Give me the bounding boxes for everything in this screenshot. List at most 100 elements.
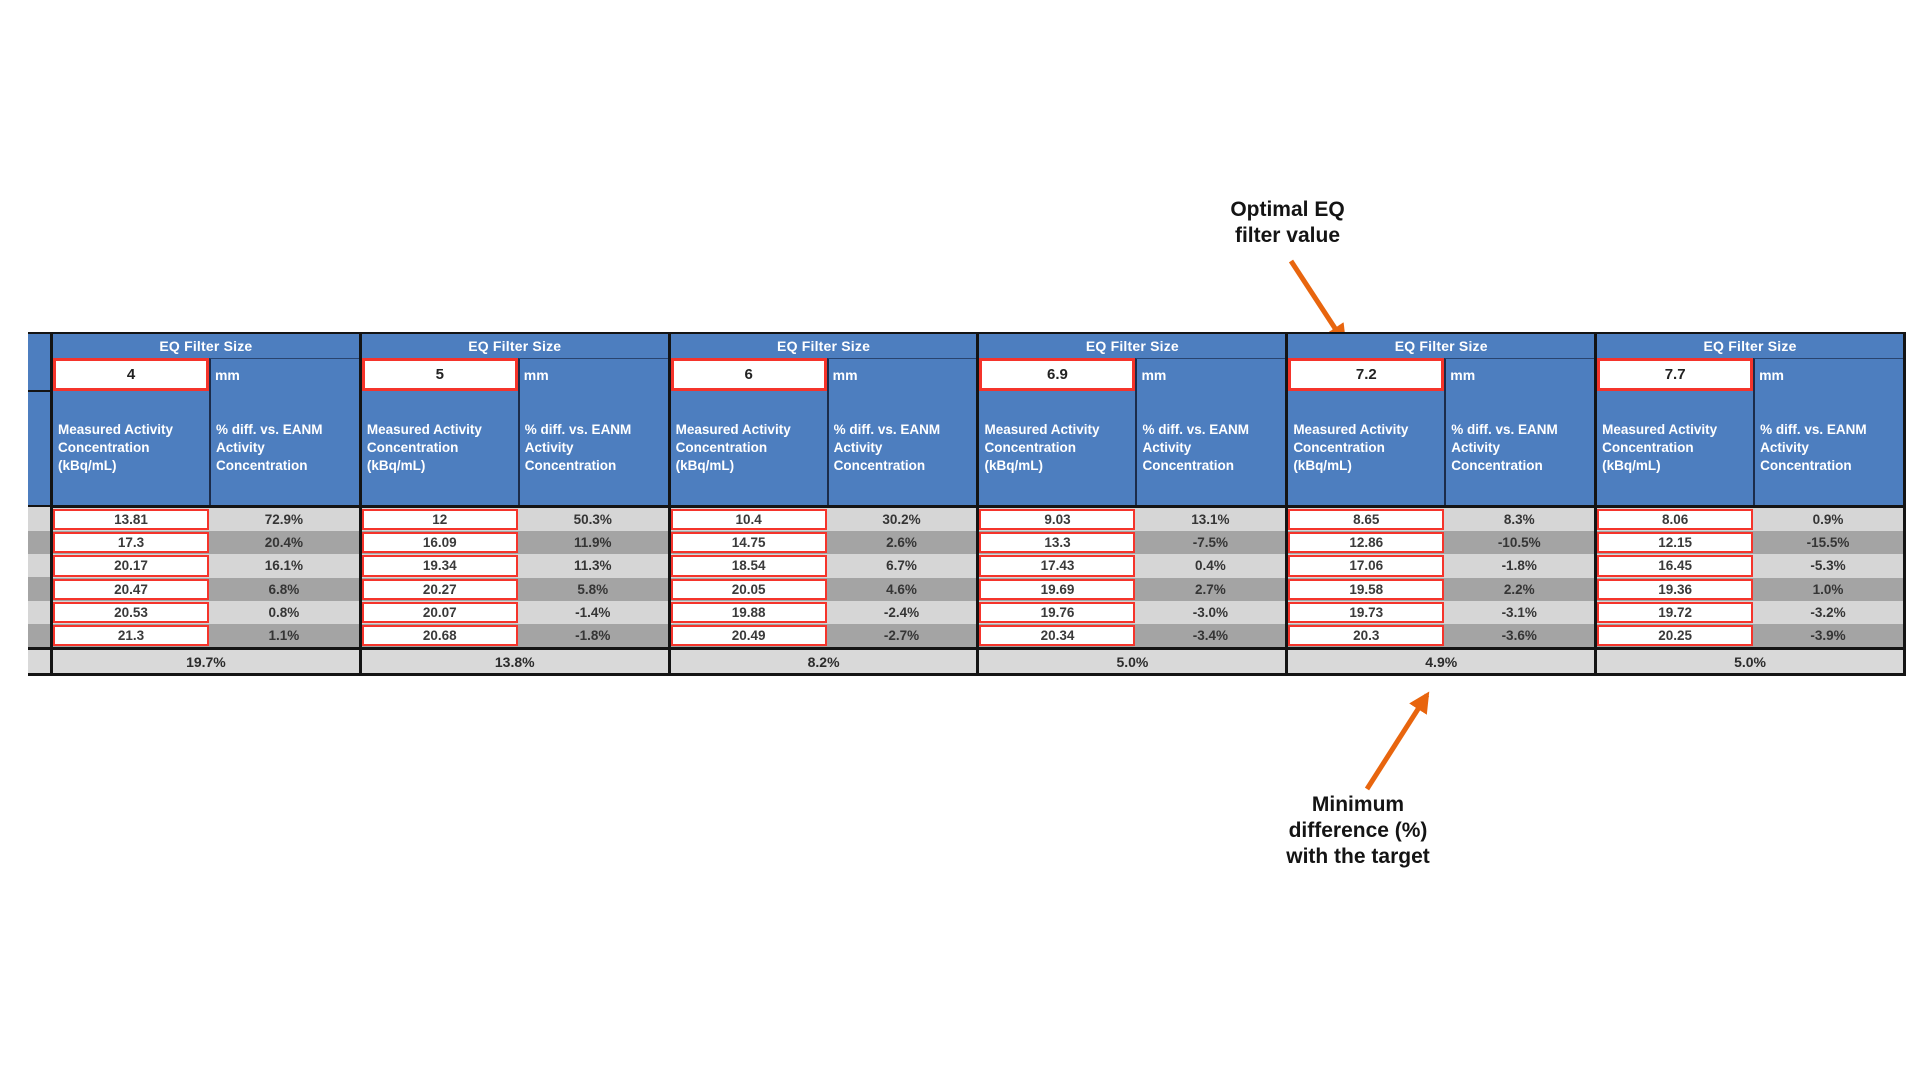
measured-value-cell[interactable]: 20.25 xyxy=(1597,625,1754,647)
min-diff-cell: 5.0% xyxy=(979,647,1286,673)
measured-value-cell[interactable]: 20.05 xyxy=(670,578,827,600)
percent-diff-cell: 11.9% xyxy=(573,535,612,551)
measured-value-cell[interactable]: 12.86 xyxy=(1288,531,1445,554)
percent-diff-cell: 13.1% xyxy=(1191,511,1230,527)
percent-diff-cell: -7.5% xyxy=(1192,535,1229,551)
measured-value-cell[interactable]: 20.49 xyxy=(670,625,827,647)
column-headers: Measured Activity Concentration (kBq/mL)… xyxy=(361,391,668,508)
table-row: 16.45-5.3% xyxy=(1597,554,1903,578)
measured-value-cell[interactable]: 19.72 xyxy=(1597,601,1754,624)
measured-value-cell[interactable]: 9.03 xyxy=(979,508,1136,530)
measured-value-cell[interactable]: 20.07 xyxy=(361,601,518,624)
table-row: 20.49-2.7% xyxy=(670,624,977,648)
table-row: 13.3 -7.5% xyxy=(979,530,1286,555)
clipped-column-header xyxy=(28,334,50,508)
measured-value-cell[interactable]: 19.58 xyxy=(1288,578,1445,600)
table-row: 17.3 20.4% xyxy=(53,530,359,555)
measured-value-cell[interactable]: 17.3 xyxy=(53,531,209,554)
eq-filter-size-header: EQ Filter Size xyxy=(53,334,359,358)
percent-diff-cell: 0.8% xyxy=(268,604,300,620)
filter-size-input[interactable]: 4 xyxy=(53,358,209,392)
clipped-row xyxy=(28,624,50,648)
percent-diff-cell: -2.4% xyxy=(883,604,920,620)
measured-value-cell[interactable]: 20.47 xyxy=(53,578,209,600)
measured-value-cell[interactable]: 8.06 xyxy=(1597,508,1754,530)
measured-value-cell[interactable]: 16.09 xyxy=(361,531,518,554)
measured-value-cell[interactable]: 10.4 xyxy=(670,508,827,530)
table-row: 19.72-3.2% xyxy=(1597,600,1903,625)
filter-size-input[interactable]: 6.9 xyxy=(979,358,1136,392)
measured-value-cell[interactable]: 20.17 xyxy=(53,555,209,577)
measured-value-cell[interactable]: 19.34 xyxy=(361,555,518,577)
optimal-eq-filter-annotation: Optimal EQ filter value xyxy=(1230,198,1345,247)
measured-value-cell[interactable]: 20.68 xyxy=(361,625,518,647)
percent-diff-cell: 2.2% xyxy=(1503,581,1535,597)
minimum-difference-arrow-icon xyxy=(1364,691,1430,791)
column-headers: Measured Activity Concentration (kBq/mL)… xyxy=(53,391,359,508)
percent-diff-cell: 4.6% xyxy=(886,581,917,597)
percent-diff-cell: 11.3% xyxy=(573,558,612,574)
measured-value-cell[interactable]: 12.15 xyxy=(1597,531,1754,554)
percent-diff-cell: 5.8% xyxy=(577,581,609,597)
filter-size-input[interactable]: 7.2 xyxy=(1288,358,1445,392)
percent-diff-header: % diff. vs. EANM Activity Concentration xyxy=(826,391,977,505)
column-headers: Measured Activity Concentration (kBq/mL)… xyxy=(670,391,977,508)
filter-size-input[interactable]: 7.7 xyxy=(1597,358,1754,392)
measured-value-cell[interactable]: 12 xyxy=(361,508,518,530)
measured-activity-header: Measured Activity Concentration (kBq/mL) xyxy=(1293,422,1409,474)
measured-value-cell[interactable]: 18.54 xyxy=(670,555,827,577)
measured-value-cell[interactable]: 21.3 xyxy=(53,625,209,647)
unit-label: mm xyxy=(826,358,977,392)
percent-diff-cell: 6.7% xyxy=(886,558,917,574)
percent-diff-cell: 72.9% xyxy=(264,511,304,527)
measured-value-cell[interactable]: 14.75 xyxy=(670,531,827,554)
column-headers: Measured Activity Concentration (kBq/mL)… xyxy=(979,391,1286,508)
measured-value-cell[interactable]: 19.36 xyxy=(1597,578,1754,600)
measured-value-cell[interactable]: 16.45 xyxy=(1597,555,1754,577)
measured-value-cell[interactable]: 19.69 xyxy=(979,578,1136,600)
measured-value-cell[interactable]: 19.76 xyxy=(979,601,1136,624)
percent-diff-cell: 20.4% xyxy=(264,535,304,551)
measured-value-cell[interactable]: 13.3 xyxy=(979,531,1136,554)
table-row: 20.68-1.8% xyxy=(361,624,668,648)
percent-diff-cell: -10.5% xyxy=(1497,535,1541,551)
measured-value-cell[interactable]: 8.65 xyxy=(1288,508,1445,530)
filter-size-input[interactable]: 5 xyxy=(361,358,518,392)
measured-value-cell[interactable]: 20.34 xyxy=(979,625,1136,647)
unit-label: mm xyxy=(517,358,668,392)
measured-activity-header: Measured Activity Concentration (kBq/mL) xyxy=(984,422,1100,474)
measured-value-cell[interactable]: 17.06 xyxy=(1288,555,1445,577)
measured-value-cell[interactable]: 20.53 xyxy=(53,601,209,624)
percent-diff-cell: 30.2% xyxy=(882,511,921,527)
filter-size-input[interactable]: 6 xyxy=(670,358,827,392)
measured-value-cell[interactable]: 20.3 xyxy=(1288,625,1445,647)
measured-value-cell[interactable]: 17.43 xyxy=(979,555,1136,577)
column-headers: Measured Activity Concentration (kBq/mL)… xyxy=(1288,391,1595,508)
measured-value-cell[interactable]: 19.73 xyxy=(1288,601,1445,624)
percent-diff-header: % diff. vs. EANM Activity Concentration xyxy=(1444,391,1594,505)
table-row: 12.15-15.5% xyxy=(1597,530,1903,555)
percent-diff-cell: -3.4% xyxy=(1192,628,1229,644)
measured-value-cell[interactable]: 20.27 xyxy=(361,578,518,600)
measured-value-cell[interactable]: 13.81 xyxy=(53,508,209,530)
table-row: 8.06 0.9% xyxy=(1597,507,1903,531)
percent-diff-cell: 0.9% xyxy=(1812,511,1844,527)
measured-value-cell[interactable]: 19.88 xyxy=(670,601,827,624)
eq-filter-size-header: EQ Filter Size xyxy=(979,334,1286,358)
percent-diff-cell: -3.6% xyxy=(1501,628,1537,644)
table-row: 20.27 5.8% xyxy=(361,577,668,601)
measured-activity-header: Measured Activity Concentration (kBq/mL) xyxy=(1602,422,1718,474)
